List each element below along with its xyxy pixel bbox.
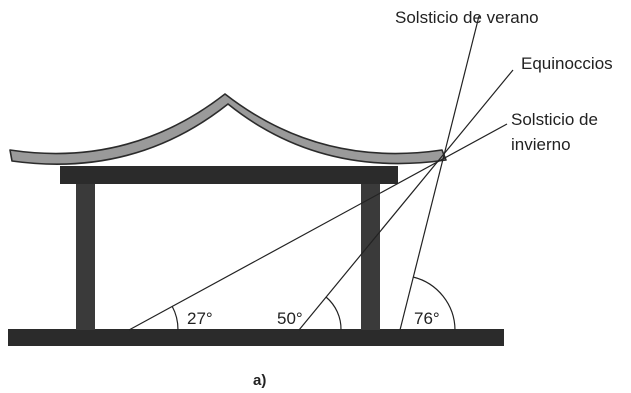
label-winter-solstice-line1: Solsticio de [511,110,598,129]
label-summer-solstice: Solsticio de verano [395,8,539,27]
angle-arc-50 [325,296,342,331]
label-equinoxes: Equinoccios [521,54,613,73]
angle-arc-27 [171,305,179,331]
right-column [361,183,380,330]
label-winter-solstice-line2: invierno [511,135,571,154]
angle-label-27: 27° [187,309,213,328]
summer-solstice-ray [399,15,480,331]
angle-arc-76 [412,276,456,331]
curved-roof [9,93,447,165]
figure-caption: a) [253,372,266,389]
equinox-ray [298,69,514,331]
ground-slab [8,329,504,346]
angle-label-76: 76° [414,309,440,328]
angle-label-50: 50° [277,309,303,328]
winter-solstice-ray [128,123,508,331]
left-column [76,183,95,330]
roof-beam [60,166,398,184]
